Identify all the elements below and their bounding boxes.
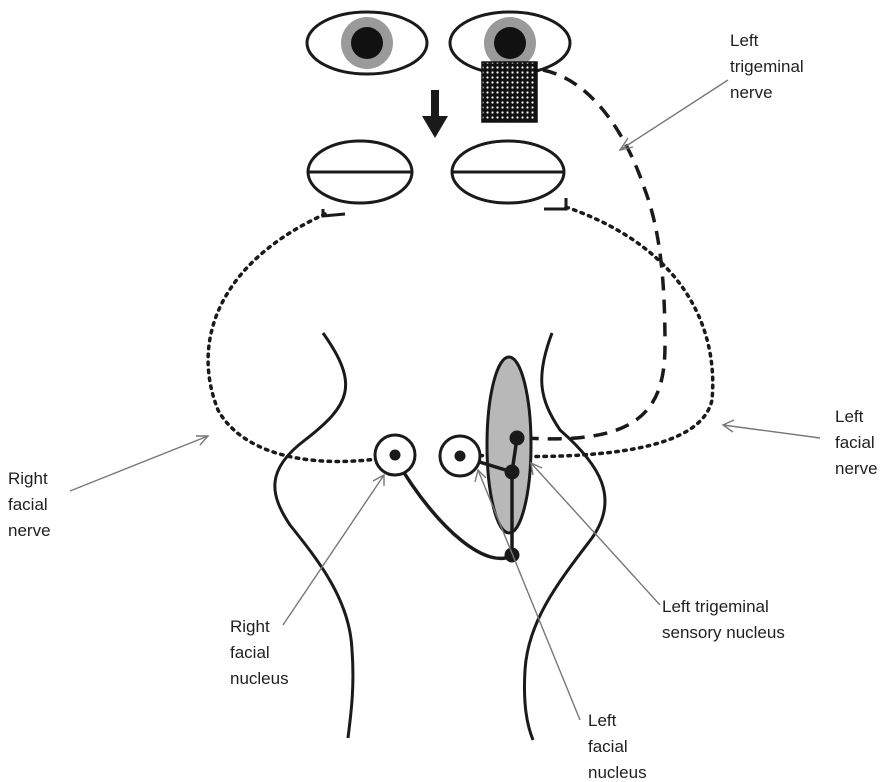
label-line: trigeminal xyxy=(730,57,804,76)
label-line: facial xyxy=(8,495,48,514)
label-line: Right xyxy=(230,617,270,636)
label-line: nerve xyxy=(835,459,878,478)
label-line: nucleus xyxy=(230,669,289,688)
label-line: sensory nucleus xyxy=(662,623,785,642)
label-line: Left xyxy=(730,31,759,50)
right-open-eye xyxy=(307,12,427,74)
corneal-stimulus-patch xyxy=(482,62,537,122)
right-closed-eye xyxy=(308,141,412,203)
label-line: facial xyxy=(835,433,875,452)
label-left-facial-nucleus: Left facial nucleus xyxy=(588,711,647,782)
label-left-trigeminal-nerve: Left trigeminal nerve xyxy=(730,31,808,102)
left-trigeminal-nerve-dashed xyxy=(525,70,665,439)
down-arrow-icon xyxy=(422,90,448,138)
label-line: nerve xyxy=(8,521,51,540)
label-line: Left trigeminal xyxy=(662,597,769,616)
label-right-facial-nucleus: Right facial nucleus xyxy=(230,617,289,688)
label-right-facial-nerve: Right facial nerve xyxy=(8,469,52,540)
brainstem-right-outline xyxy=(524,333,605,740)
left-closed-eye xyxy=(452,141,564,203)
right-facial-nerve-dotted xyxy=(208,214,385,461)
label-line: Left xyxy=(588,711,617,730)
label-line: nucleus xyxy=(588,763,647,782)
label-line: Left xyxy=(835,407,864,426)
label-left-trigeminal-sensory-nucleus: Left trigeminal sensory nucleus xyxy=(662,597,785,642)
label-line: facial xyxy=(588,737,628,756)
left-facial-nucleus xyxy=(440,436,480,476)
label-left-facial-nerve: Left facial nerve xyxy=(835,407,879,478)
right-facial-nucleus xyxy=(375,435,415,475)
label-line: Right xyxy=(8,469,48,488)
label-line: nerve xyxy=(730,83,773,102)
label-line: facial xyxy=(230,643,270,662)
left-facial-nerve-path xyxy=(544,198,566,209)
